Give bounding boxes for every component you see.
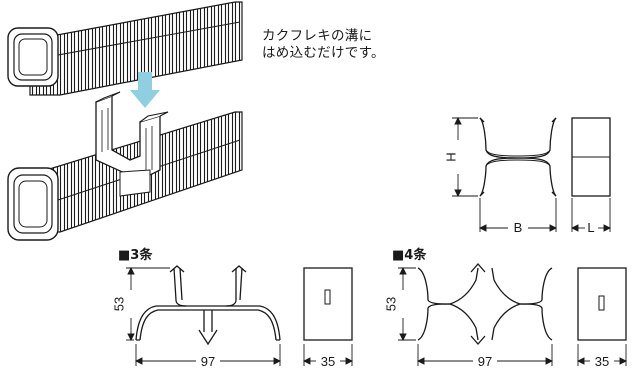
insert-arrow-icon — [130, 72, 160, 108]
installation-caption: カクフレキの溝に はめ込むだけです。 — [262, 28, 385, 62]
three-strip-title: ■3条 — [118, 248, 153, 263]
four-strip-front-view — [417, 263, 553, 345]
three-strip-length-label: 35 — [321, 354, 335, 369]
caption-line-1: カクフレキの溝に — [262, 28, 373, 44]
upper-conduit — [7, 1, 243, 96]
four-strip-side-view — [577, 267, 627, 341]
clip-spacer — [95, 91, 169, 197]
four-strip-title: ■4条 — [392, 248, 427, 263]
generic-width-label: B — [514, 220, 523, 235]
generic-side-view — [571, 117, 611, 197]
four-strip-width-label: 97 — [478, 354, 492, 369]
generic-length-label: L — [587, 220, 594, 235]
three-strip-height-label: 53 — [111, 297, 126, 311]
three-strip-side-view — [303, 267, 353, 341]
three-strip-width-label: 97 — [201, 354, 215, 369]
generic-height-label: H — [443, 152, 458, 161]
three-strip-dims — [126, 266, 354, 366]
four-strip-length-label: 35 — [595, 354, 609, 369]
four-strip-height-label: 53 — [383, 297, 398, 311]
generic-front-view — [479, 117, 557, 197]
generic-dims — [452, 116, 612, 232]
three-strip-front-view — [135, 265, 281, 346]
caption-line-2: はめ込むだけです。 — [262, 45, 385, 61]
four-strip-dims — [398, 266, 628, 366]
